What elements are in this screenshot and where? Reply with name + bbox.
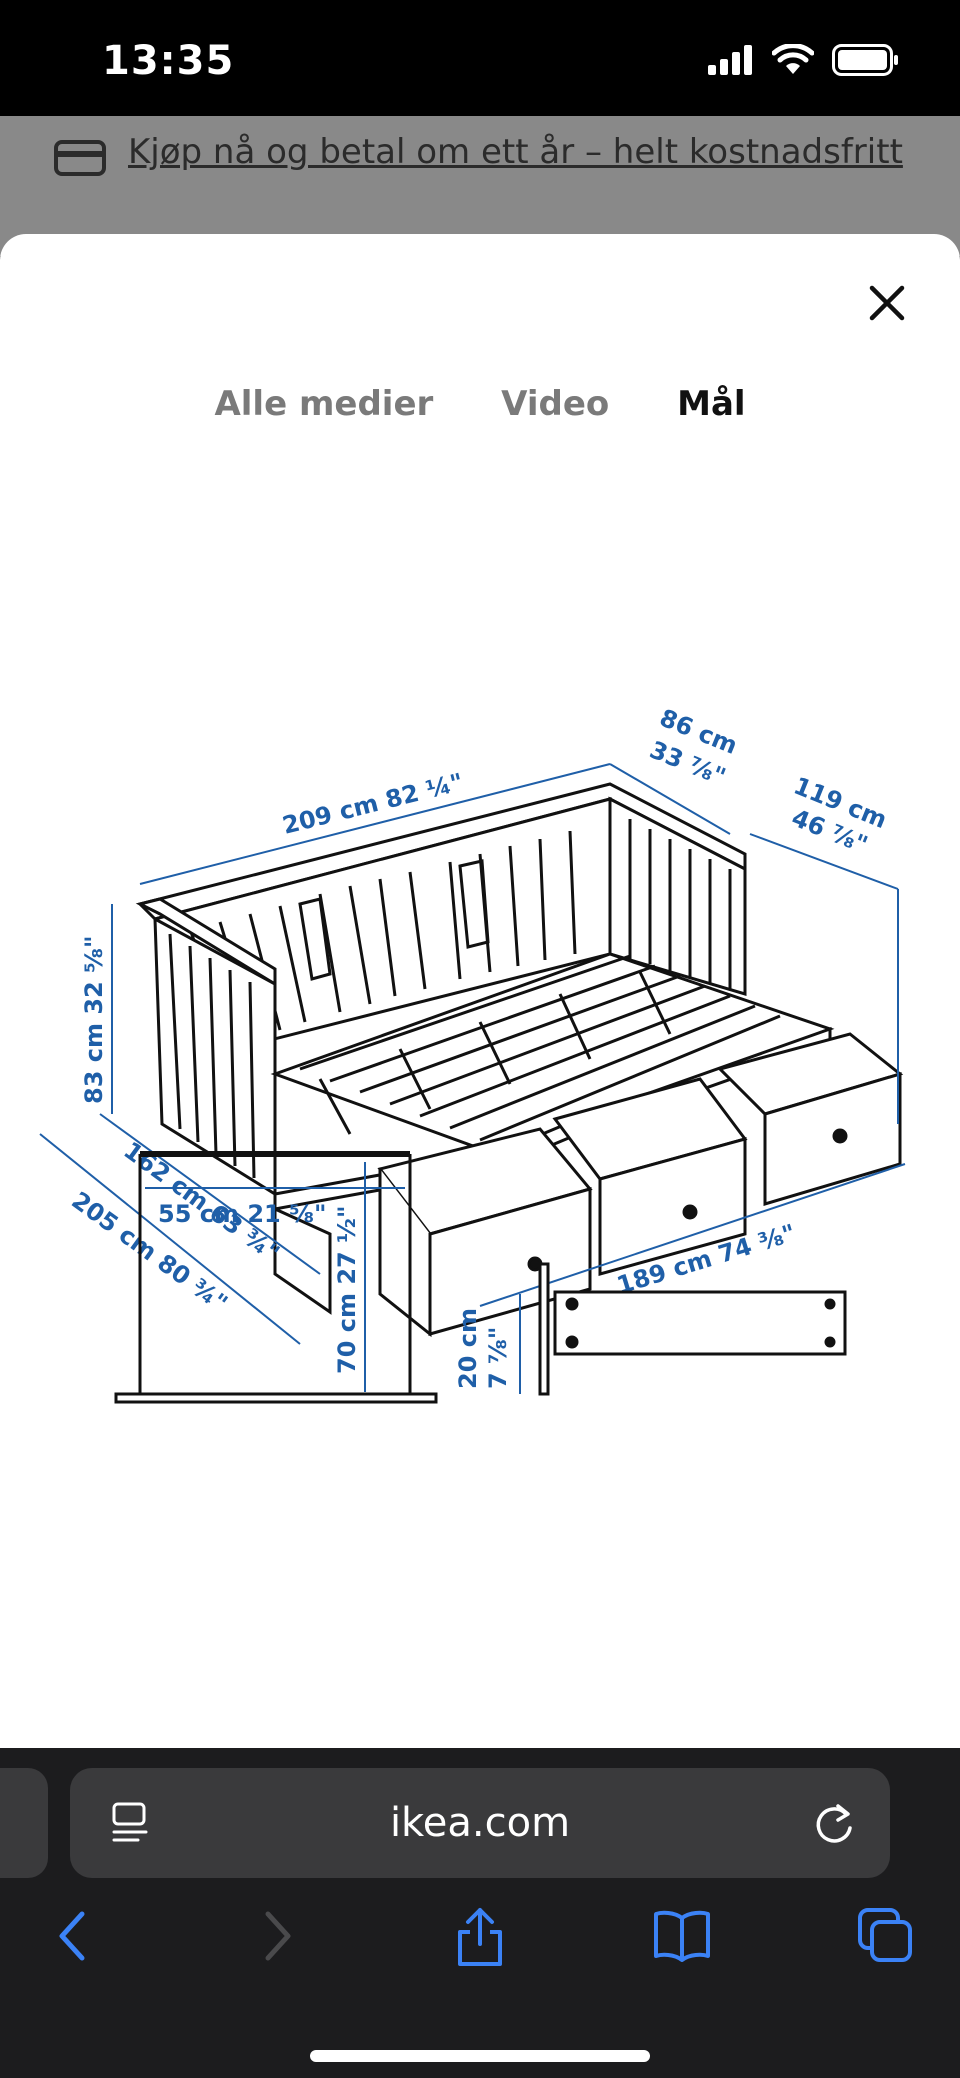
home-indicator (310, 2050, 650, 2062)
drawer-side-view (538, 1262, 847, 1396)
share-icon[interactable] (454, 1906, 506, 1968)
battery-icon (832, 44, 898, 76)
height-label: 83 cm 32 ⅝" (80, 936, 108, 1104)
status-bar: 13:35 (0, 0, 960, 116)
credit-card-icon (54, 140, 106, 176)
drawer-height-in-label: 7 ⅞" (484, 1327, 512, 1389)
drawer-height-label: 20 cm (454, 1308, 482, 1389)
dimension-lines (39, 763, 906, 1345)
mattress-width-label: 55 cm 21 ⅝" (158, 1200, 326, 1228)
promo-banner[interactable]: Kjøp nå og betal om ett år – helt kostna… (0, 116, 960, 216)
browser-toolbar: ikea.com (0, 1748, 960, 2078)
dimension-drawing: 209 cm 82 ¼" 86 cm 33 ⅞" 119 cm 46 ⅞" 83… (39, 704, 906, 1404)
promo-banner-link[interactable]: Kjøp nå og betal om ett år – helt kostna… (128, 132, 903, 172)
reader-icon[interactable] (110, 1802, 150, 1846)
daybed-illustration (135, 782, 904, 1338)
tab-dimensions[interactable]: Mål (677, 384, 746, 424)
mattress-side-view (114, 1151, 438, 1404)
media-tabs: Alle medier Video Mål (0, 384, 960, 424)
tab-video[interactable]: Video (501, 384, 610, 424)
reload-icon[interactable] (812, 1800, 856, 1846)
close-icon[interactable] (864, 280, 910, 326)
tab-all-media[interactable]: Alle medier (214, 384, 434, 424)
signal-icon (708, 45, 752, 75)
back-icon[interactable] (52, 1906, 92, 1966)
forward-icon (265, 1911, 291, 1961)
mattress-length-label: 70 cm 27 ½" (333, 1206, 361, 1374)
media-sheet: Alle medier Video Mål (0, 234, 960, 1748)
status-icons (708, 44, 900, 76)
browser-nav-row (0, 1906, 960, 1986)
address-bar[interactable]: ikea.com (70, 1768, 890, 1878)
bookmarks-icon[interactable] (652, 1906, 712, 1962)
wifi-icon (772, 44, 814, 74)
status-time: 13:35 (102, 38, 235, 84)
tabs-icon[interactable] (856, 1906, 914, 1964)
previous-tab-pill[interactable] (0, 1768, 48, 1878)
url-text[interactable]: ikea.com (389, 1800, 571, 1846)
